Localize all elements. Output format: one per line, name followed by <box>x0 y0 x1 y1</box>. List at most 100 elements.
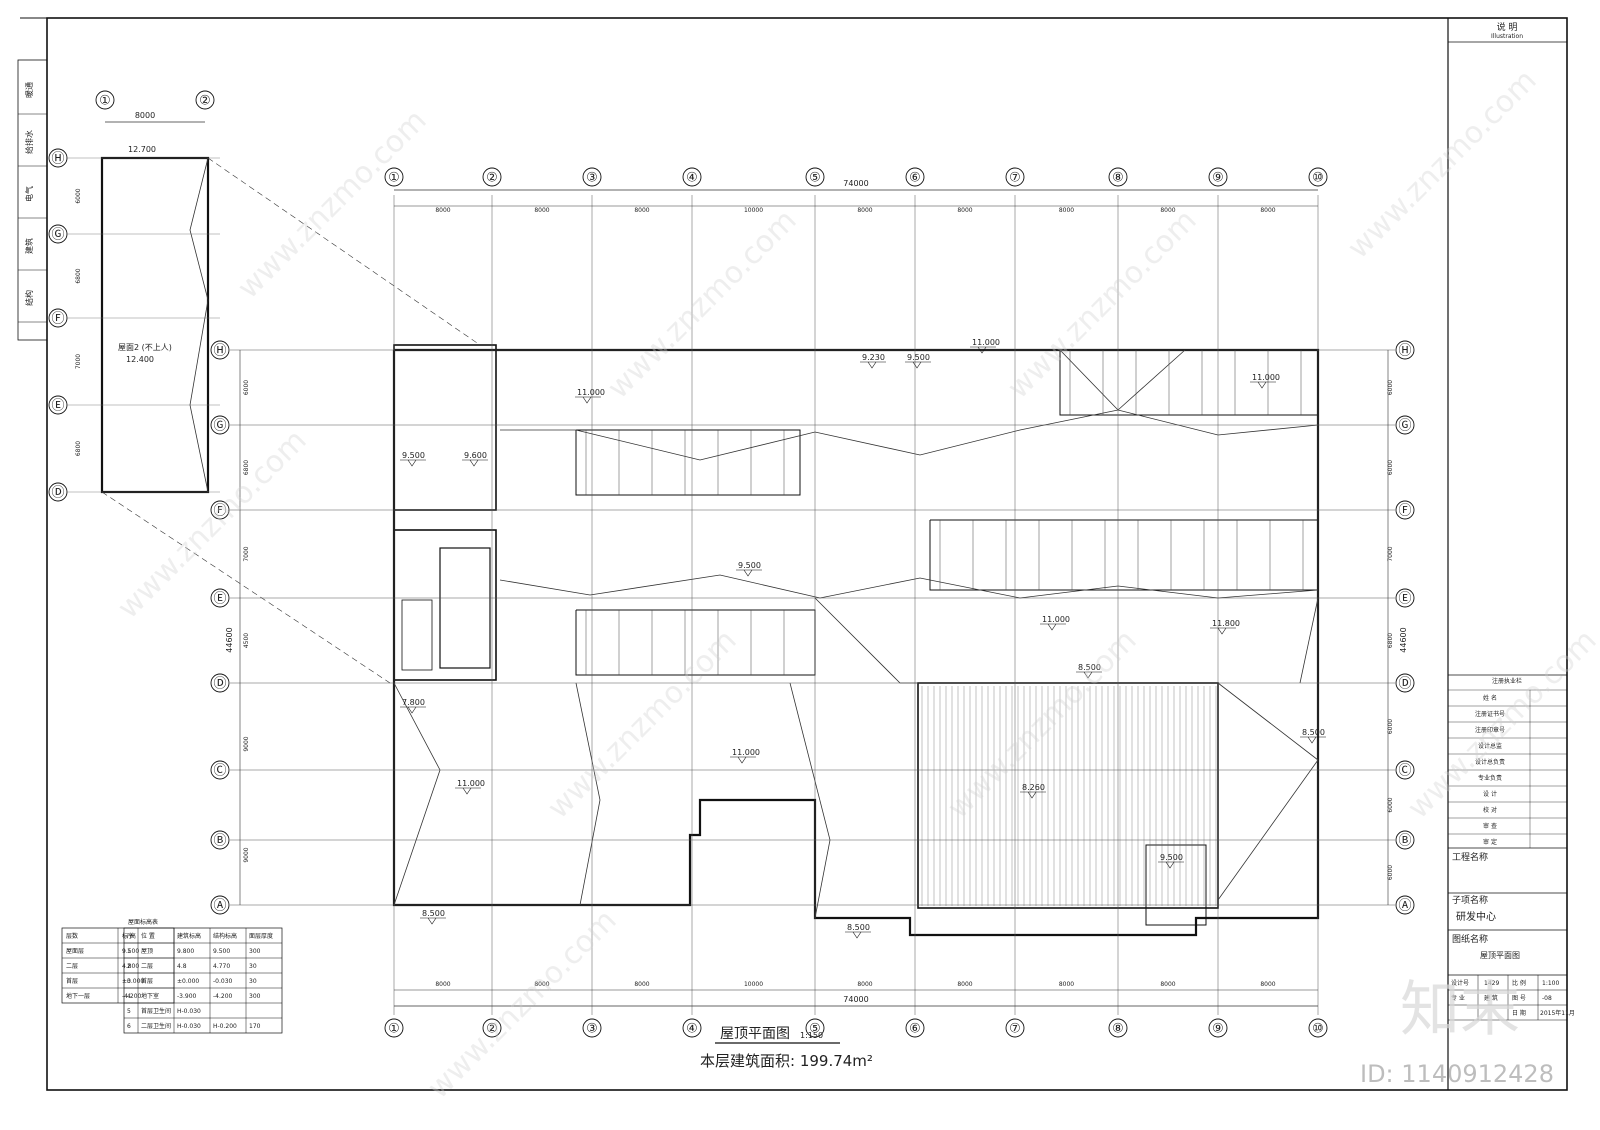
span-dim-top-6: 8000 <box>957 207 972 214</box>
title-field-2: 注册证书号 <box>1475 710 1505 718</box>
svg-text:⑨: ⑨ <box>1212 171 1224 186</box>
svg-text:Ⓑ: Ⓑ <box>1398 834 1411 849</box>
grid-col-top-3: ③ <box>582 167 602 187</box>
brand-watermark: 知末 <box>1400 975 1520 1045</box>
discipline-1: 暖通 <box>24 82 34 98</box>
grid-row-left-1: Ⓖ <box>210 415 230 435</box>
grid-row-left-0: Ⓗ <box>210 340 230 360</box>
discipline-value: 建 筑 <box>1484 994 1498 1002</box>
row-dim-left-3: 4500 <box>243 633 250 648</box>
key-plan-row-4: Ⓓ <box>48 482 68 502</box>
roof-drainage-ridges <box>393 349 1319 919</box>
grid-col-bottom-2: ② <box>482 1018 502 1038</box>
elevation-mark-7: 9.500 <box>736 561 762 577</box>
notes-cell-6-4: 170 <box>249 1023 261 1030</box>
svg-text:①: ① <box>388 171 400 186</box>
key-plan-elev-top: 12.700 <box>128 145 156 154</box>
svg-text:⑦: ⑦ <box>1009 1022 1021 1037</box>
svg-text:Ⓖ: Ⓖ <box>51 228 64 243</box>
span-dim-top-5: 8000 <box>857 207 872 214</box>
grid-row-left-7: Ⓐ <box>210 895 230 915</box>
design-no-label: 设计号 <box>1451 979 1469 987</box>
svg-text:Ⓓ: Ⓓ <box>213 677 226 692</box>
key-plan-roof-note: 屋面2 (不上人) <box>118 343 172 352</box>
notes-cell-0-1: 位 置 <box>141 932 155 940</box>
grid-row-right-1: Ⓖ <box>1395 415 1415 435</box>
date-label: 日 期 <box>1512 1009 1526 1017</box>
notes-cell-6-1: 二层卫生间 <box>141 1022 171 1030</box>
notes-cell-0-0: 序 <box>127 932 133 940</box>
span-dim-bottom-2: 8000 <box>534 981 549 988</box>
total-width-top: 74000 <box>843 179 868 188</box>
legend-cell-3-1: ±0.000 <box>122 978 144 985</box>
elevation-mark-4: 11.000 <box>970 338 1000 354</box>
title-field-6: 专业负责 <box>1478 774 1502 782</box>
title-field-3: 注册印章号 <box>1475 726 1505 734</box>
span-dim-bottom-9: 8000 <box>1260 981 1275 988</box>
span-dim-top-3: 8000 <box>634 207 649 214</box>
svg-text:⑧: ⑧ <box>1112 1022 1124 1037</box>
span-dimensions: 8000800080008000800080001000010000800080… <box>394 205 1318 991</box>
scale-label: 比 例 <box>1512 979 1526 987</box>
legend-cell-4-0: 地下一层 <box>66 992 90 1000</box>
legend-cell-1-1: 9.500 <box>122 948 139 955</box>
grid-row-left-3: Ⓔ <box>210 588 230 608</box>
span-dim-top-4: 10000 <box>744 207 763 214</box>
row-dim-right-2: 7000 <box>1387 546 1394 561</box>
grid-row-left-5: Ⓒ <box>210 760 230 780</box>
notes-cell-3-1: 首层 <box>141 977 153 985</box>
title-field-9: 审 查 <box>1483 822 1497 830</box>
elevation-mark-17: 11.000 <box>455 779 485 795</box>
notes-cell-2-0: 2 <box>127 963 131 970</box>
grid-row-left-2: Ⓕ <box>210 500 230 520</box>
row-dim-right-0: 6000 <box>1387 380 1394 395</box>
svg-text:11.000: 11.000 <box>577 388 605 397</box>
notes-table-title: 屋面标高表 <box>128 918 158 926</box>
svg-text:11.000: 11.000 <box>972 338 1000 347</box>
grid-col-top-1: ① <box>384 167 404 187</box>
notes-cell-1-0: 1 <box>127 948 131 955</box>
sheet-border <box>46 17 1568 1091</box>
design-no-value: 1429 <box>1484 980 1499 987</box>
title-field-5: 设计总负责 <box>1475 758 1505 766</box>
svg-text:8.260: 8.260 <box>1022 783 1045 792</box>
svg-text:⑤: ⑤ <box>809 171 821 186</box>
span-dim-bottom-5: 8000 <box>857 981 872 988</box>
row-dim-left-0: 6000 <box>243 380 250 395</box>
svg-text:11.000: 11.000 <box>457 779 485 788</box>
row-dim-right-6: 6000 <box>1387 865 1394 880</box>
notes-cell-2-2: 4.8 <box>177 963 187 970</box>
subproject-label: 子项名称 <box>1452 894 1488 906</box>
row-dim-right-3: 6800 <box>1387 633 1394 648</box>
grid-row-right-4: Ⓓ <box>1395 673 1415 693</box>
notes-cell-5-0: 5 <box>127 1008 131 1015</box>
notes-cell-0-2: 建筑标高 <box>177 932 201 940</box>
discipline-4: 建筑 <box>24 238 34 254</box>
span-dim-top-1: 8000 <box>435 207 450 214</box>
span-dim-bottom-3: 8000 <box>634 981 649 988</box>
structural-grid <box>230 195 1395 1015</box>
svg-text:11.000: 11.000 <box>1042 615 1070 624</box>
key-plan-row-2: Ⓕ <box>48 308 68 328</box>
svg-text:www.znzmo.com: www.znzmo.com <box>941 623 1144 826</box>
row-dim-left-4: 9000 <box>243 736 250 751</box>
grid-row-left-4: Ⓓ <box>210 673 230 693</box>
grid-col-bottom-3: ③ <box>582 1018 602 1038</box>
total-height-right: 44600 <box>1399 627 1408 652</box>
notes-cell-3-3: -0.030 <box>213 978 233 985</box>
legend-cell-4-1: -4.200 <box>122 993 142 1000</box>
total-height-left: 44600 <box>225 627 234 652</box>
elevation-mark-3: 9.500 <box>905 353 931 369</box>
drawing-name-value: 屋顶平面图 <box>1480 951 1520 960</box>
notes-cell-0-4: 面层厚度 <box>249 932 273 940</box>
grid-col-bottom-4: ④ <box>682 1018 702 1038</box>
svg-text:⑦: ⑦ <box>1009 171 1021 186</box>
drawing-name-label: 图纸名称 <box>1452 933 1488 945</box>
drawing-scale: 1:150 <box>800 1031 823 1040</box>
title-field-10: 审 定 <box>1483 838 1497 846</box>
key-plan-col-2: ② <box>195 90 215 110</box>
svg-text:www.znzmo.com: www.znzmo.com <box>1001 203 1204 406</box>
legend-cell-0-0: 层数 <box>66 932 78 940</box>
